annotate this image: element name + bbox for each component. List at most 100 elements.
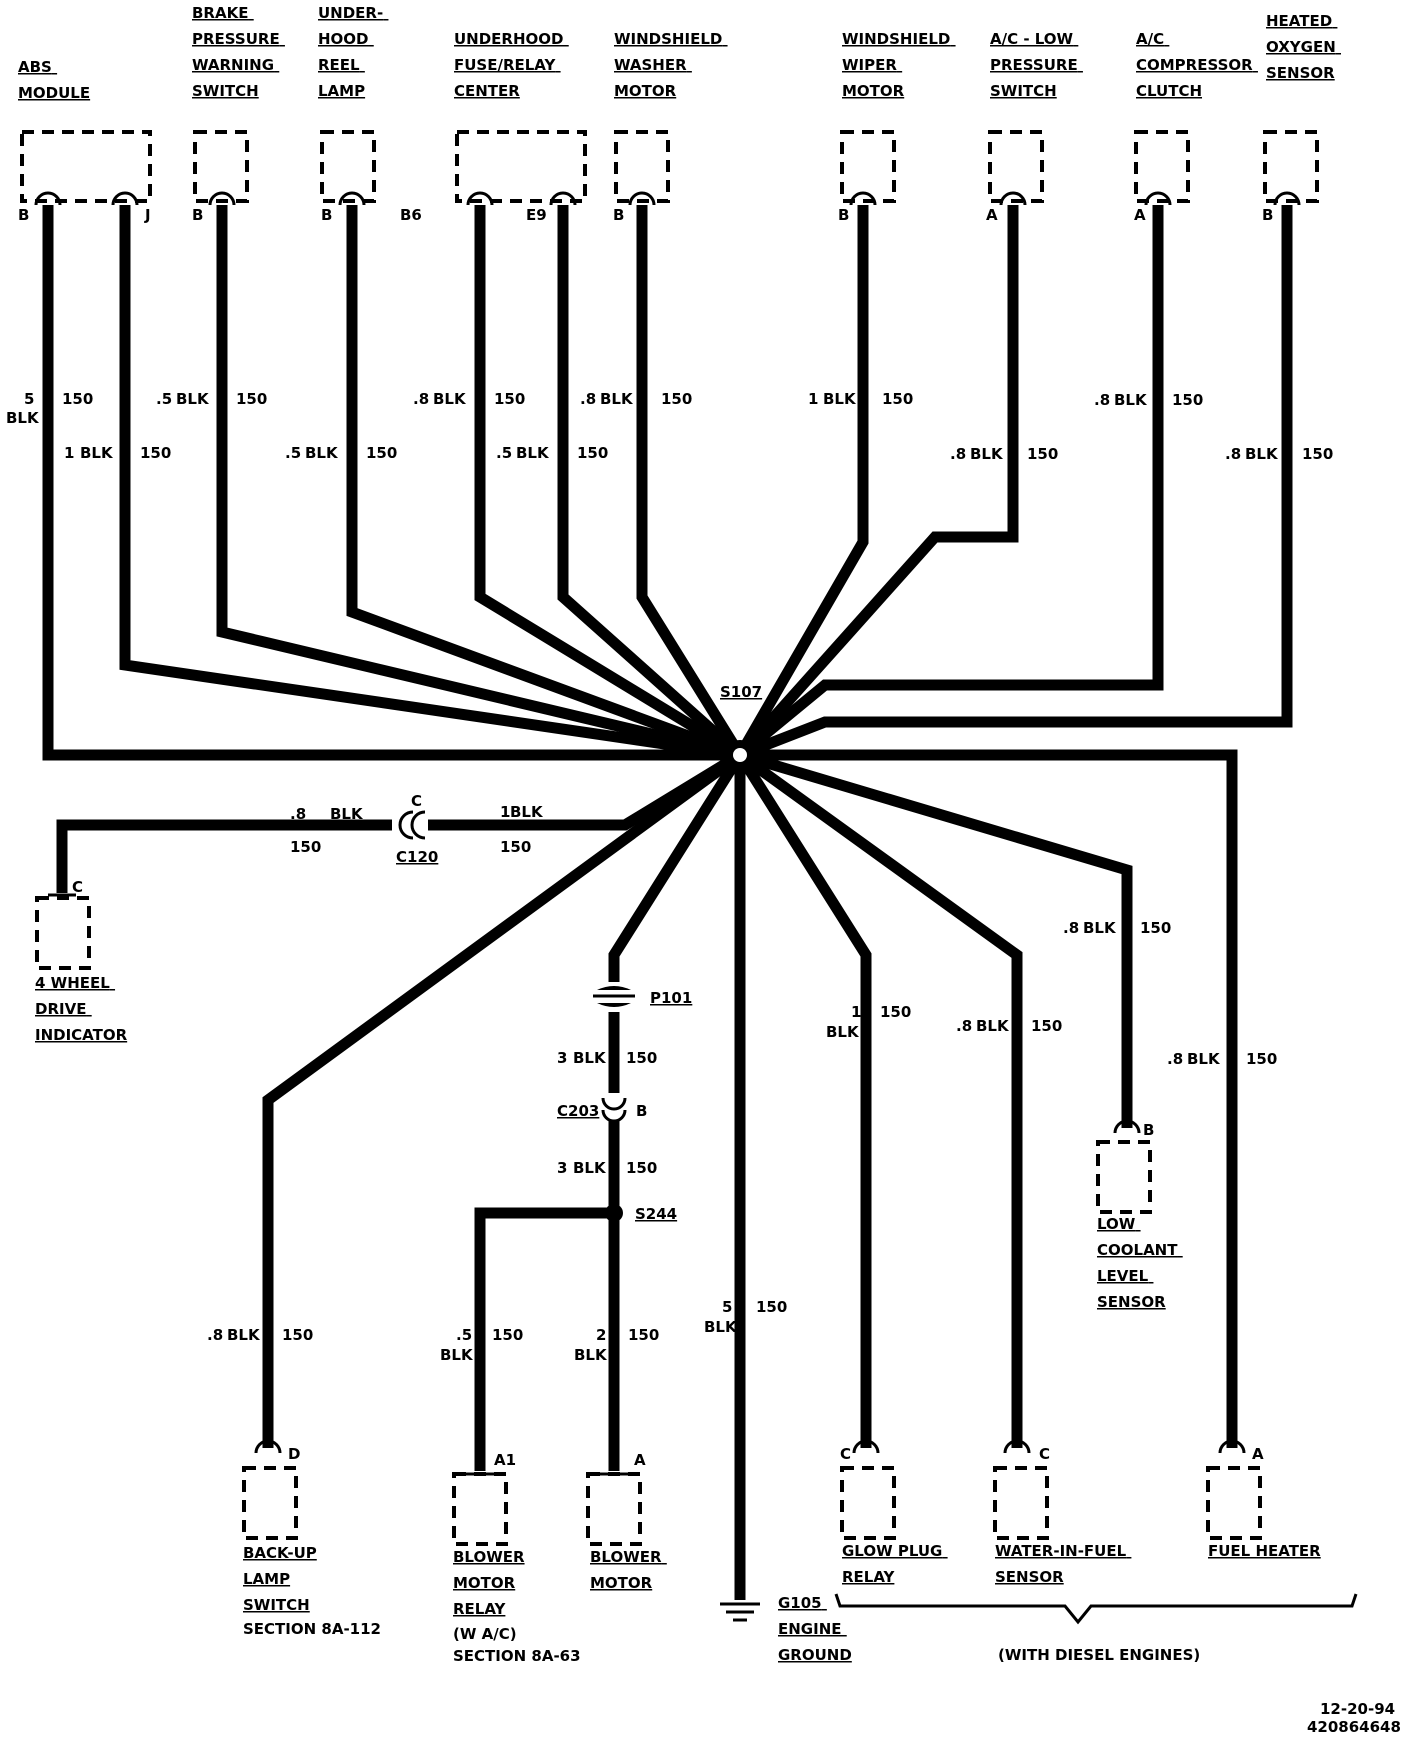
wire-fuse-b6 (474, 205, 743, 760)
wire-circuit: 150 (62, 390, 93, 408)
wire-size: .8 (580, 390, 596, 408)
wire-circuit: 150 (140, 444, 171, 462)
coolant-sensor-title: LOW COOLANT LEVEL SENSOR (1097, 1215, 1183, 1311)
wire-color: BLK (573, 1049, 607, 1067)
wire-accomp (736, 205, 1164, 760)
wire-circuit: 150 (626, 1049, 657, 1067)
diesel-bracket: (WITH DIESEL ENGINES) (834, 1593, 1358, 1664)
wire-circuit: 150 (882, 390, 913, 408)
wire-size: 1 (851, 1003, 861, 1021)
backup-lamp-title: BACK-UP LAMP SWITCH SECTION 8A-112 (243, 1544, 381, 1638)
wire-size: 1 (64, 444, 74, 462)
wire-fuelheater (740, 749, 1238, 1448)
fuse-center-box (455, 130, 587, 203)
wire-color: BLK (1114, 391, 1148, 409)
wire-color: BLK (970, 445, 1004, 463)
pin-label: B (1143, 1121, 1154, 1139)
brake-switch-title: BRAKE PRESSURE WARNING SWITCH (192, 4, 285, 100)
o2-sensor-title: HEATED OXYGEN SENSOR (1266, 12, 1341, 82)
p101-label: P101 (650, 989, 692, 1007)
wire-brake (216, 205, 742, 761)
pin-label: C (1039, 1445, 1050, 1463)
4wd-indicator: C 4 WHEEL DRIVE INDICATOR (35, 878, 128, 1044)
wire-circuit: 150 (661, 390, 692, 408)
pin-cup (1218, 1439, 1246, 1454)
c203-bottom (601, 1109, 627, 1123)
c120-label: C120 (396, 848, 438, 866)
abs-module-box (20, 130, 152, 203)
wire-circuit: 150 (626, 1159, 657, 1177)
splice-s107-label: S107 (720, 683, 762, 701)
wire-size: 3 (557, 1159, 567, 1177)
wire-abs-j (119, 205, 741, 761)
footer-code: 420864648 (1307, 1718, 1401, 1736)
wire-size: .8 (1225, 445, 1241, 463)
pin-cup (1144, 191, 1172, 206)
pin-cup (208, 191, 236, 206)
pin-label: J (144, 206, 151, 224)
pin-label: A (1252, 1445, 1264, 1463)
wire-circuit: 150 (500, 838, 531, 856)
pin-cup (849, 191, 877, 206)
c120-female (398, 810, 414, 840)
pin-label: C (840, 1445, 851, 1463)
wire-circuit: 150 (1140, 919, 1171, 937)
wire-size: 3 (557, 1049, 567, 1067)
wire-circuit: 150 (1031, 1017, 1062, 1035)
blower-motor-title: BLOWER MOTOR (590, 1548, 667, 1592)
4wd-indicator-title: 4 WHEEL DRIVE INDICATOR (35, 974, 128, 1044)
wire-circuit: 150 (282, 1326, 313, 1344)
wire-circuit: 150 (366, 444, 397, 462)
pin-label: B6 (400, 206, 422, 224)
pin-label: B (613, 206, 624, 224)
wire-size: .8 (1063, 919, 1079, 937)
footer-date: 12-20-94 (1320, 1700, 1395, 1718)
wire-glow (735, 752, 872, 1448)
top-pin-letters: B J B B B6 E9 B B A A B (18, 206, 1273, 224)
wire-size: .8 (207, 1326, 223, 1344)
connector-c203: C203 B (557, 1093, 647, 1123)
pin-cup (628, 191, 656, 206)
wire-color: BLK (1083, 919, 1117, 937)
wire-circuit: 150 (492, 1326, 523, 1344)
pin-label: A1 (494, 1451, 516, 1469)
pin-label: B (321, 206, 332, 224)
wire-color: BLK (80, 444, 114, 462)
wire-size: 1 (500, 803, 510, 821)
wire-circuit: 150 (1246, 1050, 1277, 1068)
wire-circuit: 150 (880, 1003, 911, 1021)
blower-motor-relay: A1 BLOWER MOTOR RELAY (W A/C) SECTION 8A… (452, 1451, 581, 1665)
wire-size: .8 (290, 805, 306, 823)
bracket-line (834, 1593, 1358, 1625)
accomp-clutch-title: A/C COMPRESSOR CLUTCH (1136, 30, 1258, 100)
fuel-heater-box (1206, 1466, 1262, 1540)
glow-relay-box (840, 1466, 896, 1540)
top-component-boxes (20, 130, 1319, 203)
backup-lamp-switch: D BACK-UP LAMP SWITCH SECTION 8A-112 (242, 1439, 381, 1638)
coolant-sensor-box (1096, 1140, 1152, 1214)
wire-size: .5 (285, 444, 301, 462)
wire-labels-top: 5 BLK 150 1 BLK 150 .5 BLK 150 .5 BLK 15… (6, 390, 1333, 463)
blower-motor-box (586, 1472, 642, 1546)
backup-lamp-box (242, 1466, 298, 1540)
wires (42, 205, 1293, 1600)
wire-size: .8 (956, 1017, 972, 1035)
c203-pin: B (636, 1102, 647, 1120)
brake-switch-box (193, 130, 249, 203)
p101-bottom (597, 1003, 631, 1007)
pin-label: E9 (526, 206, 547, 224)
wire-size: .8 (1094, 391, 1110, 409)
wire-labels-bottom: .8 BLK 150 .5 BLK 150 2 BLK 150 5 BLK 15… (207, 919, 1277, 1364)
wire-color: BLK (510, 803, 544, 821)
wire-bmrelay (474, 1207, 614, 1471)
pin-cup (254, 1439, 282, 1454)
pin-label: B (18, 206, 29, 224)
wire-4wd-b (56, 819, 395, 893)
wire-abs-b (42, 205, 740, 761)
pin-label: A (1134, 206, 1146, 224)
splice-s107-center (733, 748, 747, 762)
wire-color: BLK (433, 390, 467, 408)
wire-circuit: 150 (290, 838, 321, 856)
wire-color: BLK (826, 1023, 860, 1041)
